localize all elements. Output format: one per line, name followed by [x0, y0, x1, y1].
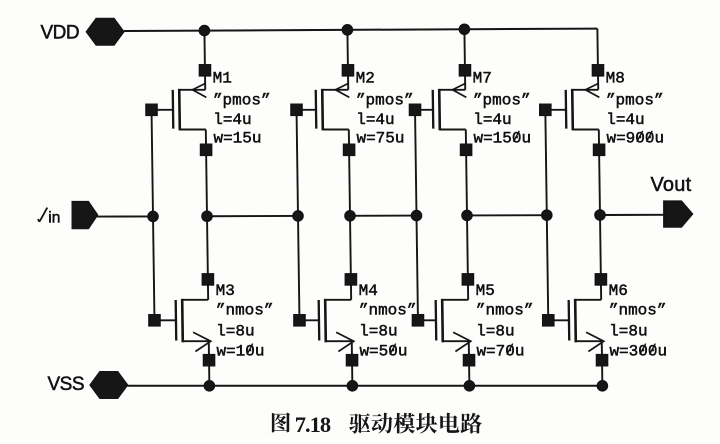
- svg-text:w=150u: w=150u: [473, 130, 531, 148]
- svg-text:w=50u: w=50u: [359, 342, 407, 360]
- svg-text:”pmos”: ”pmos”: [356, 91, 414, 109]
- svg-text:l=4u: l=4u: [473, 111, 511, 129]
- svg-text:M1: M1: [213, 69, 232, 87]
- svg-text:l=8u: l=8u: [476, 322, 514, 340]
- svg-text:M8: M8: [606, 69, 625, 87]
- svg-text:l=8u: l=8u: [609, 322, 647, 340]
- svg-text:w=900u: w=900u: [606, 130, 664, 148]
- svg-text:l=4u: l=4u: [213, 111, 251, 129]
- svg-text:in: in: [48, 210, 60, 227]
- svg-text:Vout: Vout: [651, 174, 692, 196]
- svg-text:VDD: VDD: [41, 23, 80, 44]
- svg-text:”pmos”: ”pmos”: [606, 91, 664, 109]
- svg-text:”pmos”: ”pmos”: [213, 91, 271, 109]
- svg-text:w=300u: w=300u: [609, 342, 667, 360]
- svg-text:M3: M3: [216, 282, 235, 300]
- svg-text:”nmos”: ”nmos”: [476, 302, 534, 320]
- svg-text:M5: M5: [476, 282, 495, 300]
- svg-text:w=70u: w=70u: [476, 342, 524, 360]
- svg-text:VSS: VSS: [48, 374, 85, 395]
- svg-text:”nmos”: ”nmos”: [359, 302, 417, 320]
- svg-text:w=10u: w=10u: [216, 342, 264, 360]
- svg-text:”pmos”: ”pmos”: [473, 91, 531, 109]
- svg-text:w=15u: w=15u: [213, 130, 261, 148]
- svg-text:w=75u: w=75u: [356, 130, 404, 148]
- svg-text:l=4u: l=4u: [606, 111, 644, 129]
- svg-text:”nmos”: ”nmos”: [609, 302, 667, 320]
- svg-text:7.18: 7.18: [295, 412, 331, 437]
- svg-text:”nmos”: ”nmos”: [216, 302, 274, 320]
- svg-text:M6: M6: [609, 282, 628, 300]
- svg-text:l=8u: l=8u: [216, 322, 254, 340]
- svg-text:l=8u: l=8u: [359, 322, 397, 340]
- svg-text:M2: M2: [356, 69, 375, 87]
- svg-text:M7: M7: [473, 69, 492, 87]
- svg-text:M4: M4: [359, 282, 378, 300]
- svg-text:l=4u: l=4u: [356, 111, 394, 129]
